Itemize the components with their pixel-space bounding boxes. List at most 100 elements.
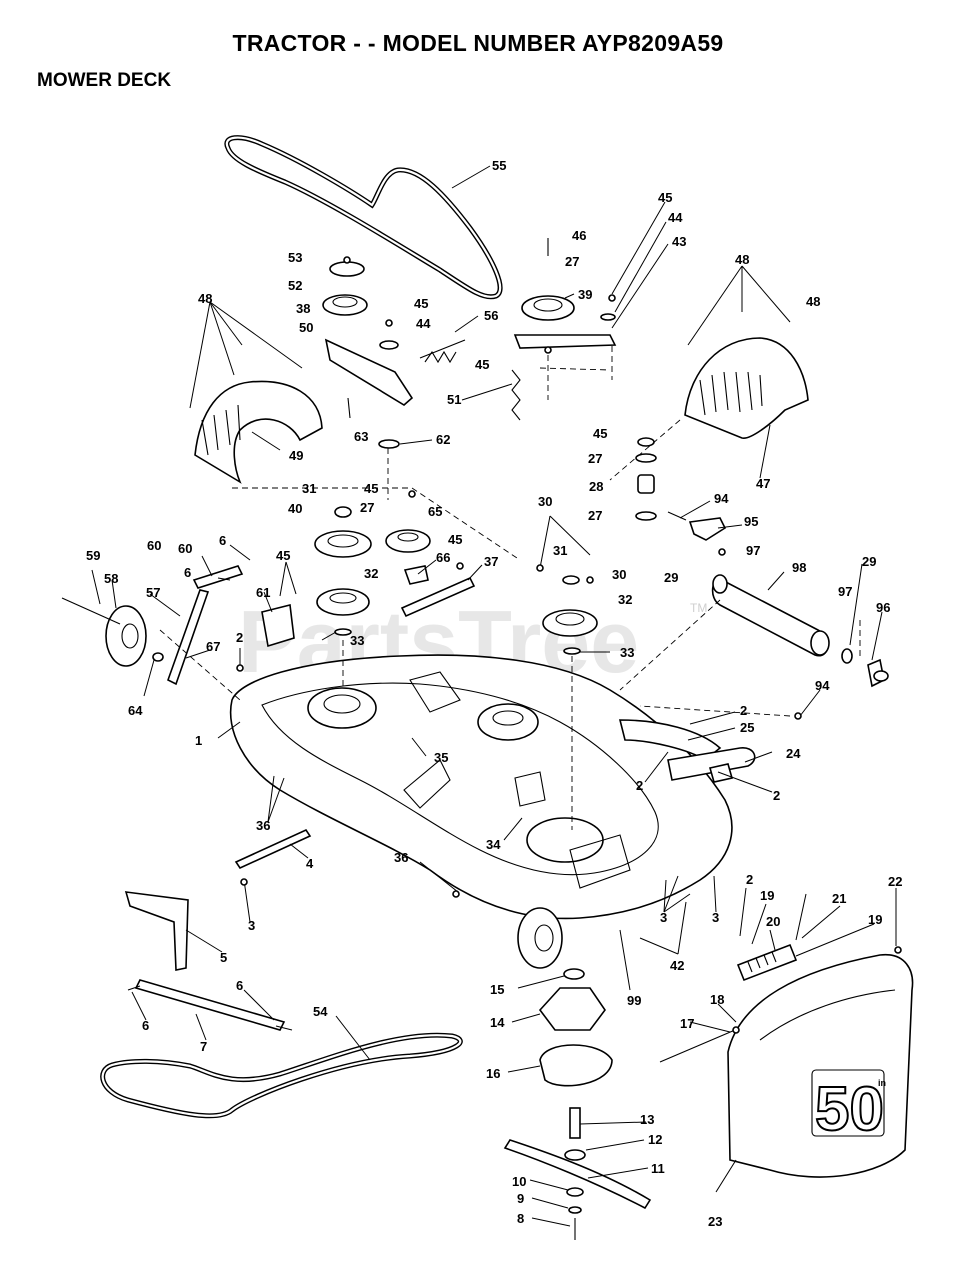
callout: 40 [288, 501, 302, 516]
callout: 2 [636, 778, 643, 793]
callout: 48 [806, 294, 820, 309]
callout: 45 [448, 532, 462, 547]
callout: 32 [618, 592, 632, 607]
callout: 45 [593, 426, 607, 441]
callout: 98 [792, 560, 806, 575]
callout: 63 [354, 429, 368, 444]
callout: 35 [434, 750, 448, 765]
right-idler-assembly [511, 238, 617, 421]
spindle-assembly [503, 968, 652, 1240]
callout: 49 [289, 448, 303, 463]
callout: 43 [672, 234, 686, 249]
callout: 55 [492, 158, 506, 173]
callout: 29 [664, 570, 678, 585]
callout: 36 [394, 850, 408, 865]
callout: 61 [256, 585, 270, 600]
bracket-95 [667, 511, 727, 541]
gauge-wheel-assembly [61, 565, 295, 686]
callout: 44 [668, 210, 683, 225]
alignment-lines [159, 346, 861, 830]
callout: 99 [627, 993, 641, 1008]
callout: 27 [360, 500, 374, 515]
callout: 31 [302, 481, 316, 496]
callout: 10 [512, 1174, 526, 1189]
leader-lines [91, 165, 897, 1227]
callout: 11 [651, 1161, 665, 1176]
callout: 56 [484, 308, 498, 323]
callout: 24 [786, 746, 801, 761]
mower-deck-1 [229, 654, 733, 920]
callout: 45 [475, 357, 489, 372]
callout: 6 [236, 978, 243, 993]
callout: 45 [414, 296, 428, 311]
callout: 48 [198, 291, 212, 306]
callout: 38 [296, 301, 310, 316]
callout: 33 [620, 645, 634, 660]
callout: 36 [256, 818, 270, 833]
pulleys-left [314, 506, 431, 636]
brackets-lower-left [124, 828, 312, 1031]
callout: 19 [868, 912, 882, 927]
callout: 50 [299, 320, 313, 335]
pulley-right-32 [542, 575, 598, 655]
callout: 2 [236, 630, 243, 645]
callout: 27 [565, 254, 579, 269]
callout: 94 [815, 678, 830, 693]
left-shield-49 [194, 380, 323, 484]
callout: 19 [760, 888, 774, 903]
callout: 9 [517, 1191, 524, 1206]
callout: 67 [206, 639, 220, 654]
callout: 97 [838, 584, 852, 599]
callout: 45 [276, 548, 290, 563]
callout: 33 [350, 633, 364, 648]
belt-55 [224, 135, 503, 300]
callout: 59 [86, 548, 100, 563]
callout: 64 [128, 703, 143, 718]
callout: 4 [306, 856, 314, 871]
callout: 2 [773, 788, 780, 803]
callout: 5 [220, 950, 227, 965]
callout: 30 [612, 567, 626, 582]
discharge-chute-23: 50 in [659, 943, 914, 1178]
callout: 15 [490, 982, 504, 997]
callout: 28 [589, 479, 603, 494]
callout: 37 [484, 554, 498, 569]
callout: 32 [364, 566, 378, 581]
watermark-trademark: TM [690, 601, 707, 615]
right-shield-47 [684, 337, 809, 439]
callout: 45 [364, 481, 378, 496]
callout: 65 [428, 504, 442, 519]
callout: 66 [436, 550, 450, 565]
callout: 60 [147, 538, 161, 553]
callout: 20 [766, 914, 780, 929]
callout: 96 [876, 600, 890, 615]
callout: 17 [680, 1016, 694, 1031]
callout: 16 [486, 1066, 500, 1081]
callout: 8 [517, 1211, 524, 1226]
callout: 34 [486, 837, 501, 852]
left-idler-assembly [322, 261, 466, 449]
callout: 29 [862, 554, 876, 569]
callout: 6 [142, 1018, 149, 1033]
hardware-bolts [236, 256, 902, 1034]
callout: 23 [708, 1214, 722, 1229]
callout: 95 [744, 514, 758, 529]
callout: 47 [756, 476, 770, 491]
callout: 3 [248, 918, 255, 933]
callout: 53 [288, 250, 302, 265]
callout: 14 [490, 1015, 505, 1030]
callout: 13 [640, 1112, 654, 1127]
lift-link-24 [667, 747, 756, 783]
callout: 44 [416, 316, 431, 331]
callout: 52 [288, 278, 302, 293]
callout: 51 [447, 392, 461, 407]
center-spacer-stack [635, 437, 657, 521]
callout: 45 [658, 190, 672, 205]
callout: 39 [578, 287, 592, 302]
callout: 6 [184, 565, 191, 580]
callout: 30 [538, 494, 552, 509]
callout: 25 [740, 720, 754, 735]
callout: 18 [710, 992, 724, 1007]
callout: 3 [712, 910, 719, 925]
callout: 57 [146, 585, 160, 600]
